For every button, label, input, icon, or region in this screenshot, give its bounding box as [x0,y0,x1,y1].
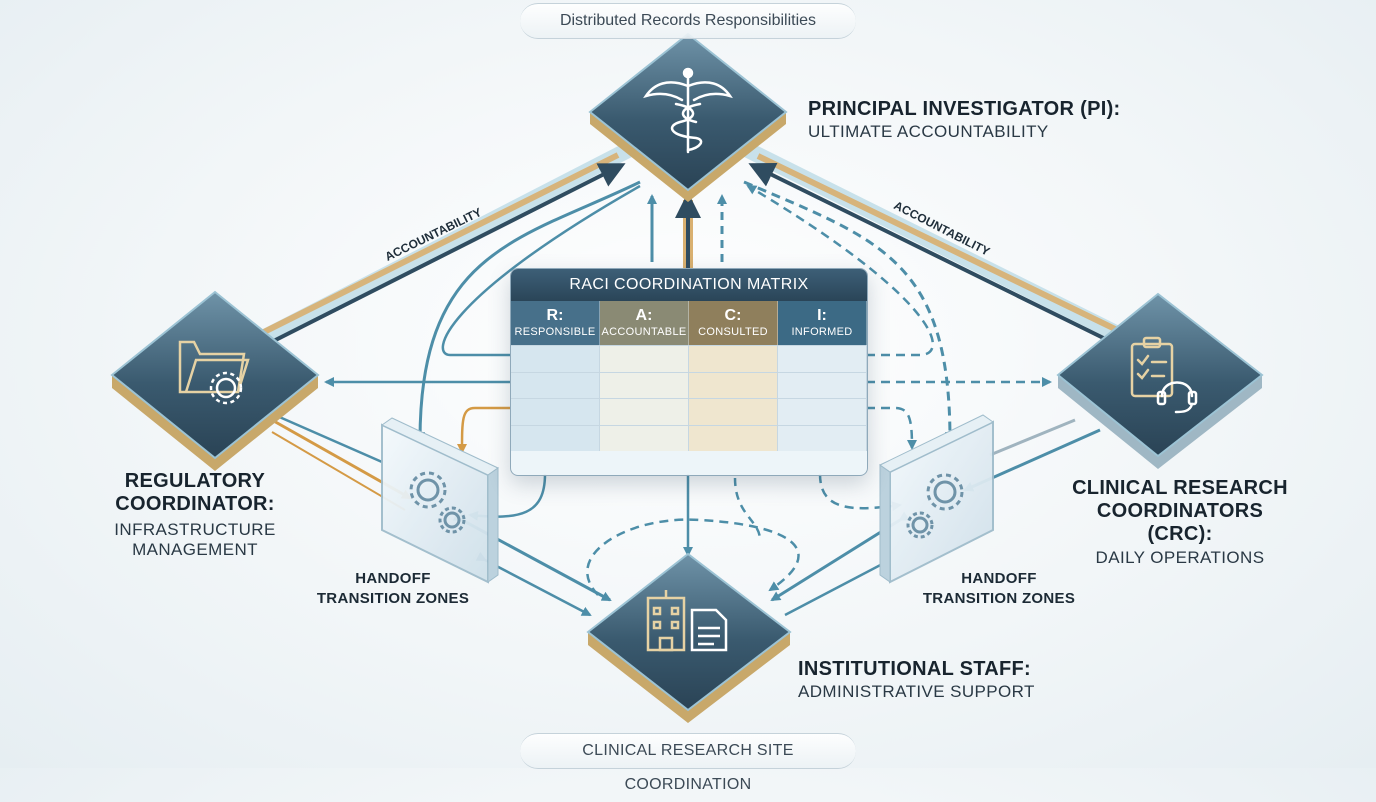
diagram-stage: ACCOUNTABILITY ACCOUNTABILITY [100,3,1298,793]
raci-column-header: C: CONSULTED [689,301,778,345]
staff-node [586,552,792,723]
raci-matrix-cell [511,399,600,425]
raci-column-letter: I: [817,307,827,324]
pi-title: PRINCIPAL INVESTIGATOR (PI): [808,98,1121,120]
raci-column-name: CONSULTED [698,326,768,338]
raci-column-name: RESPONSIBLE [514,326,596,338]
raci-matrix-row [511,345,867,372]
crc-label: CLINICAL RESEARCH COORDINATORS (CRC): DA… [1062,477,1298,568]
raci-matrix-cell [689,399,778,425]
right-zone-line1: HANDOFF [961,570,1037,587]
diagram-canvas: ACCOUNTABILITY ACCOUNTABILITY [110,32,1264,723]
regulatory-title-line2: COORDINATOR: [115,493,275,515]
raci-column-letter: R: [546,307,564,324]
pi-flow-curves [415,180,955,442]
raci-matrix-cell [511,425,600,451]
raci-matrix-cell [689,372,778,398]
regulatory-subtitle-line2: MANAGEMENT [132,540,258,559]
raci-column-header: I: INFORMED [778,301,867,345]
raci-matrix-cell [778,425,867,451]
handoff-zone-left [381,417,499,584]
raci-matrix-row [511,371,867,398]
raci-column-letter: C: [724,307,742,324]
header-banner: Distributed Records Responsibilities [520,3,856,39]
right-zone-line2: TRANSITION ZONES [922,590,1076,607]
raci-matrix-cell [778,399,867,425]
clipboard-headset-icon [1130,336,1198,414]
handoff-zone-right [879,414,994,584]
raci-matrix-cell [600,346,689,372]
gears-icon [906,473,964,539]
matrix-to-pi-arrows [647,192,727,268]
crc-title-line2: COORDINATORS (CRC): [1096,500,1264,545]
pi-subtitle: ULTIMATE ACCOUNTABILITY [808,122,1049,141]
crc-title-line1: CLINICAL RESEARCH [1072,477,1288,499]
regulatory-label: REGULATORY COORDINATOR: INFRASTRUCTURE M… [100,470,290,560]
regulatory-subtitle-line1: INFRASTRUCTURE [114,520,276,539]
raci-matrix-rows [511,345,867,451]
raci-matrix-cell [689,346,778,372]
folder-gear-icon [178,340,250,405]
raci-matrix-cell [511,372,600,398]
footer-banner: CLINICAL RESEARCH SITE COORDINATION [520,733,856,793]
regulatory-node [110,290,320,471]
left-zone-line2: TRANSITION ZONES [316,590,470,607]
raci-matrix-cell [600,399,689,425]
raci-matrix-title: RACI COORDINATION MATRIX [511,269,867,301]
regulatory-title-line1: REGULATORY [124,470,266,492]
raci-matrix-cell [778,372,867,398]
raci-matrix-cell [600,372,689,398]
caduceus-icon [643,67,733,154]
raci-matrix: RACI COORDINATION MATRIX R: RESPONSIBLE A:… [510,268,868,476]
staff-subtitle: ADMINISTRATIVE SUPPORT [798,682,1035,701]
right-zone-label: HANDOFF TRANSITION ZONES [904,570,1094,607]
raci-matrix-cell [511,346,600,372]
staff-title: INSTITUTIONAL STAFF: [798,658,1032,680]
building-document-icon [646,590,728,652]
raci-matrix-cell [600,425,689,451]
raci-matrix-cell [778,346,867,372]
header-title: Distributed Records Responsibilities [559,12,817,29]
raci-column-name: ACCOUNTABLE [601,326,687,338]
left-zone-label: HANDOFF TRANSITION ZONES [298,570,488,607]
gears-icon [409,471,466,534]
raci-matrix-row [511,398,867,425]
crc-subtitle: DAILY OPERATIONS [1095,548,1265,567]
raci-matrix-row [511,424,867,451]
left-zone-line1: HANDOFF [355,570,431,587]
accountability-beam-right [740,142,1158,358]
raci-column-letter: A: [635,307,653,324]
raci-column-name: INFORMED [791,326,853,338]
raci-matrix-cell [689,425,778,451]
raci-column-header: A: ACCOUNTABLE [600,301,689,345]
raci-column-header: R: RESPONSIBLE [511,301,600,345]
